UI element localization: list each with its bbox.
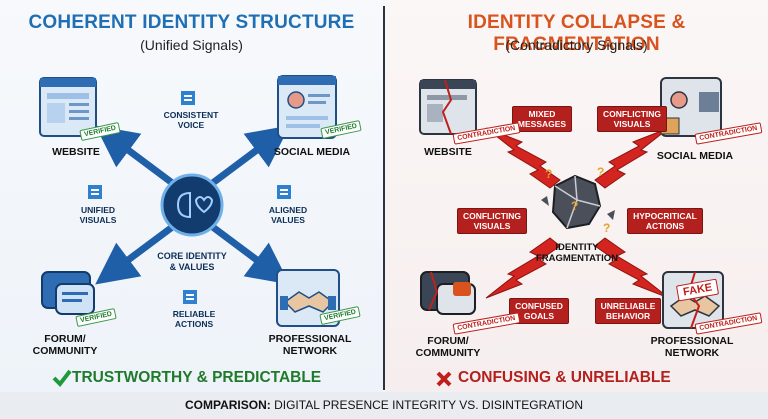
shattered-core-icon: ? ? ? ? bbox=[541, 165, 615, 235]
fragmented-diagram: ? ? ? ? bbox=[419, 77, 724, 329]
coherent-diagram bbox=[39, 75, 340, 327]
footer-prefix: COMPARISON: bbox=[184, 398, 271, 412]
handshake-icon bbox=[276, 269, 340, 327]
social-media-label: SOCIAL MEDIA bbox=[656, 150, 734, 162]
doc-icon bbox=[181, 290, 199, 304]
arrow-to-website bbox=[95, 125, 178, 188]
broken-social-icon bbox=[660, 77, 722, 137]
doc-icon bbox=[275, 185, 293, 199]
fragmented-title: IDENTITY COLLAPSE & FRAGMENTATION bbox=[467, 12, 686, 55]
website-label: WEBSITE bbox=[52, 146, 100, 158]
doc-icon bbox=[86, 185, 104, 199]
broken-website-icon bbox=[419, 79, 477, 135]
broken-forum-icon bbox=[420, 271, 476, 315]
bolt-to-network bbox=[594, 237, 670, 299]
arrow-to-forum bbox=[95, 222, 178, 285]
core-identity-label: CORE IDENTITY& VALUES bbox=[157, 251, 227, 272]
forum-community-label: FORUM/COMMUNITY bbox=[32, 333, 98, 357]
arrow-to-network bbox=[207, 222, 290, 285]
footer-text: DIGITAL PRESENCE INTEGRITY VS. DISINTEGR… bbox=[274, 398, 584, 412]
forum-community-label: FORUM/COMMUNITY bbox=[415, 335, 481, 359]
coherent-title: COHERENT IDENTITY STRUCTURE bbox=[28, 12, 355, 33]
svg-text:?: ? bbox=[545, 167, 552, 181]
svg-text:?: ? bbox=[603, 221, 610, 235]
comparison-footer: COMPARISON: DIGITAL PRESENCE INTEGRITY V… bbox=[0, 392, 768, 419]
cross-icon bbox=[436, 371, 452, 387]
fragmented-subtitle: (Contradictory Signals) bbox=[505, 37, 648, 53]
fragmented-arrows bbox=[485, 127, 670, 299]
coherent-panel: COHERENT IDENTITY STRUCTURE (Unified Sig… bbox=[0, 0, 383, 392]
fragmented-panel: IDENTITY COLLAPSE & FRAGMENTATION (Contr… bbox=[385, 0, 768, 392]
website-icon bbox=[39, 77, 97, 137]
doc-icon bbox=[179, 91, 197, 105]
website-label: WEBSITE bbox=[424, 146, 472, 158]
bolt-to-forum bbox=[485, 237, 561, 299]
check-icon bbox=[52, 369, 72, 388]
panel-divider bbox=[383, 6, 385, 390]
svg-text:?: ? bbox=[571, 199, 578, 213]
coherent-subtitle: (Unified Signals) bbox=[140, 37, 243, 53]
core-identity-icon bbox=[160, 173, 224, 237]
social-media-label: SOCIAL MEDIA bbox=[273, 146, 351, 158]
bolt-to-social bbox=[594, 127, 670, 189]
svg-text:?: ? bbox=[597, 165, 604, 179]
coherent-arrows bbox=[95, 125, 290, 285]
social-media-icon bbox=[277, 75, 337, 139]
confusing-verdict: CONFUSING & UNRELIABLE bbox=[458, 369, 671, 386]
forum-icon bbox=[41, 271, 95, 315]
trustworthy-verdict: TRUSTWORTHY & PREDICTABLE bbox=[72, 369, 322, 386]
arrow-to-social bbox=[207, 125, 290, 188]
